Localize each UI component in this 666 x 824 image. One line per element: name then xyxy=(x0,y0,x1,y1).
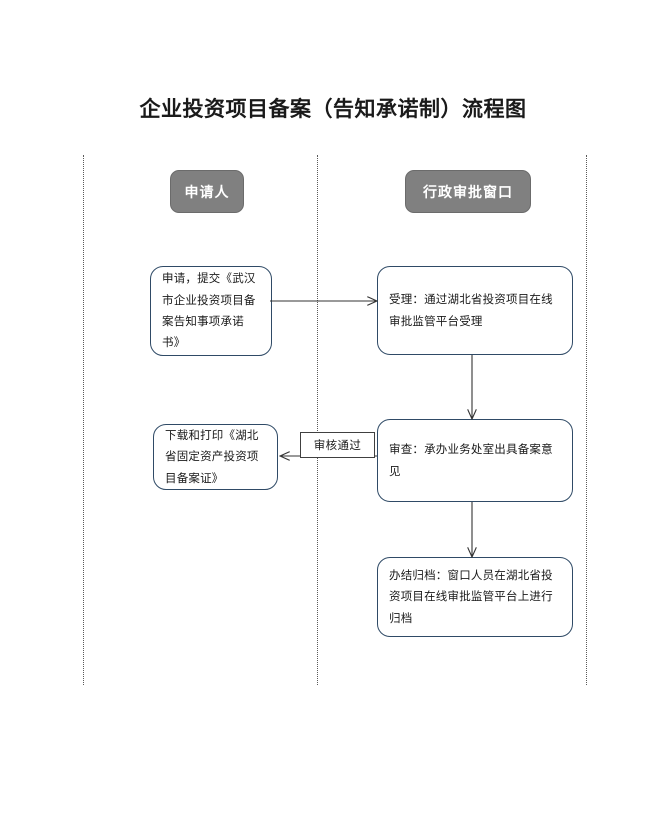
node-download-text: 下载和打印《湖北省固定资产投资项目备案证》 xyxy=(165,428,259,485)
edge-label-review-passed-text: 审核通过 xyxy=(313,438,362,452)
lane-header-approval-window-label: 行政审批窗口 xyxy=(423,184,513,201)
node-archive-text: 办结归档：窗口人员在湖北省投资项目在线审批监管平台上进行归档 xyxy=(389,568,553,625)
page-title: 企业投资项目备案（告知承诺制）流程图 xyxy=(139,96,527,121)
node-review-text: 审查：承办业务处室出具备案意见 xyxy=(389,442,553,478)
edge-label-review-passed: 审核通过 xyxy=(300,432,375,458)
lane-divider-middle xyxy=(317,155,318,685)
node-accept[interactable]: 受理：通过湖北省投资项目在线审批监管平台受理 xyxy=(377,266,573,355)
lane-header-approval-window: 行政审批窗口 xyxy=(405,170,531,213)
lane-header-applicant-label: 申请人 xyxy=(184,184,230,201)
node-archive[interactable]: 办结归档：窗口人员在湖北省投资项目在线审批监管平台上进行归档 xyxy=(377,557,573,637)
lane-header-applicant: 申请人 xyxy=(170,170,244,213)
node-apply-text: 申请，提交《武汉市企业投资项目备案告知事项承诺书》 xyxy=(162,271,256,350)
node-apply[interactable]: 申请，提交《武汉市企业投资项目备案告知事项承诺书》 xyxy=(150,266,272,356)
lane-divider-right xyxy=(586,155,587,685)
node-download[interactable]: 下载和打印《湖北省固定资产投资项目备案证》 xyxy=(153,424,278,490)
node-accept-text: 受理：通过湖北省投资项目在线审批监管平台受理 xyxy=(389,292,553,328)
lane-divider-left xyxy=(83,155,84,685)
node-review[interactable]: 审查：承办业务处室出具备案意见 xyxy=(377,419,573,502)
